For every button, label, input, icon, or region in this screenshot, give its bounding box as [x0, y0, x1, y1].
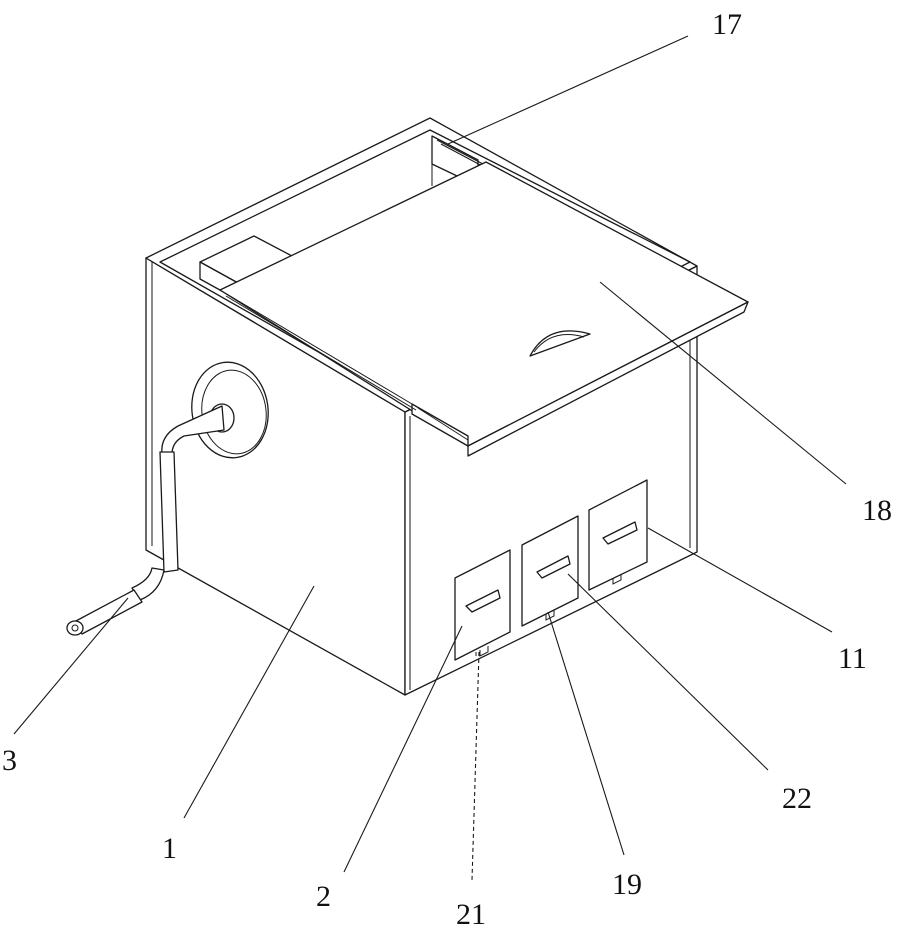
callout-21: 21: [456, 898, 486, 931]
leader-22: [568, 574, 768, 770]
leader-19: [548, 612, 624, 855]
callout-1: 1: [162, 832, 177, 865]
callout-18: 18: [862, 494, 892, 527]
leader-3: [14, 598, 128, 734]
callout-3: 3: [2, 744, 17, 777]
callout-19: 19: [612, 868, 642, 901]
leader-17: [448, 36, 688, 144]
callout-11: 11: [838, 642, 867, 675]
leader-1: [184, 586, 314, 818]
leader-21: [472, 652, 479, 880]
callout-22: 22: [782, 782, 812, 815]
leader-11: [648, 528, 832, 632]
callout-2: 2: [316, 880, 331, 913]
callout-17: 17: [712, 8, 742, 41]
